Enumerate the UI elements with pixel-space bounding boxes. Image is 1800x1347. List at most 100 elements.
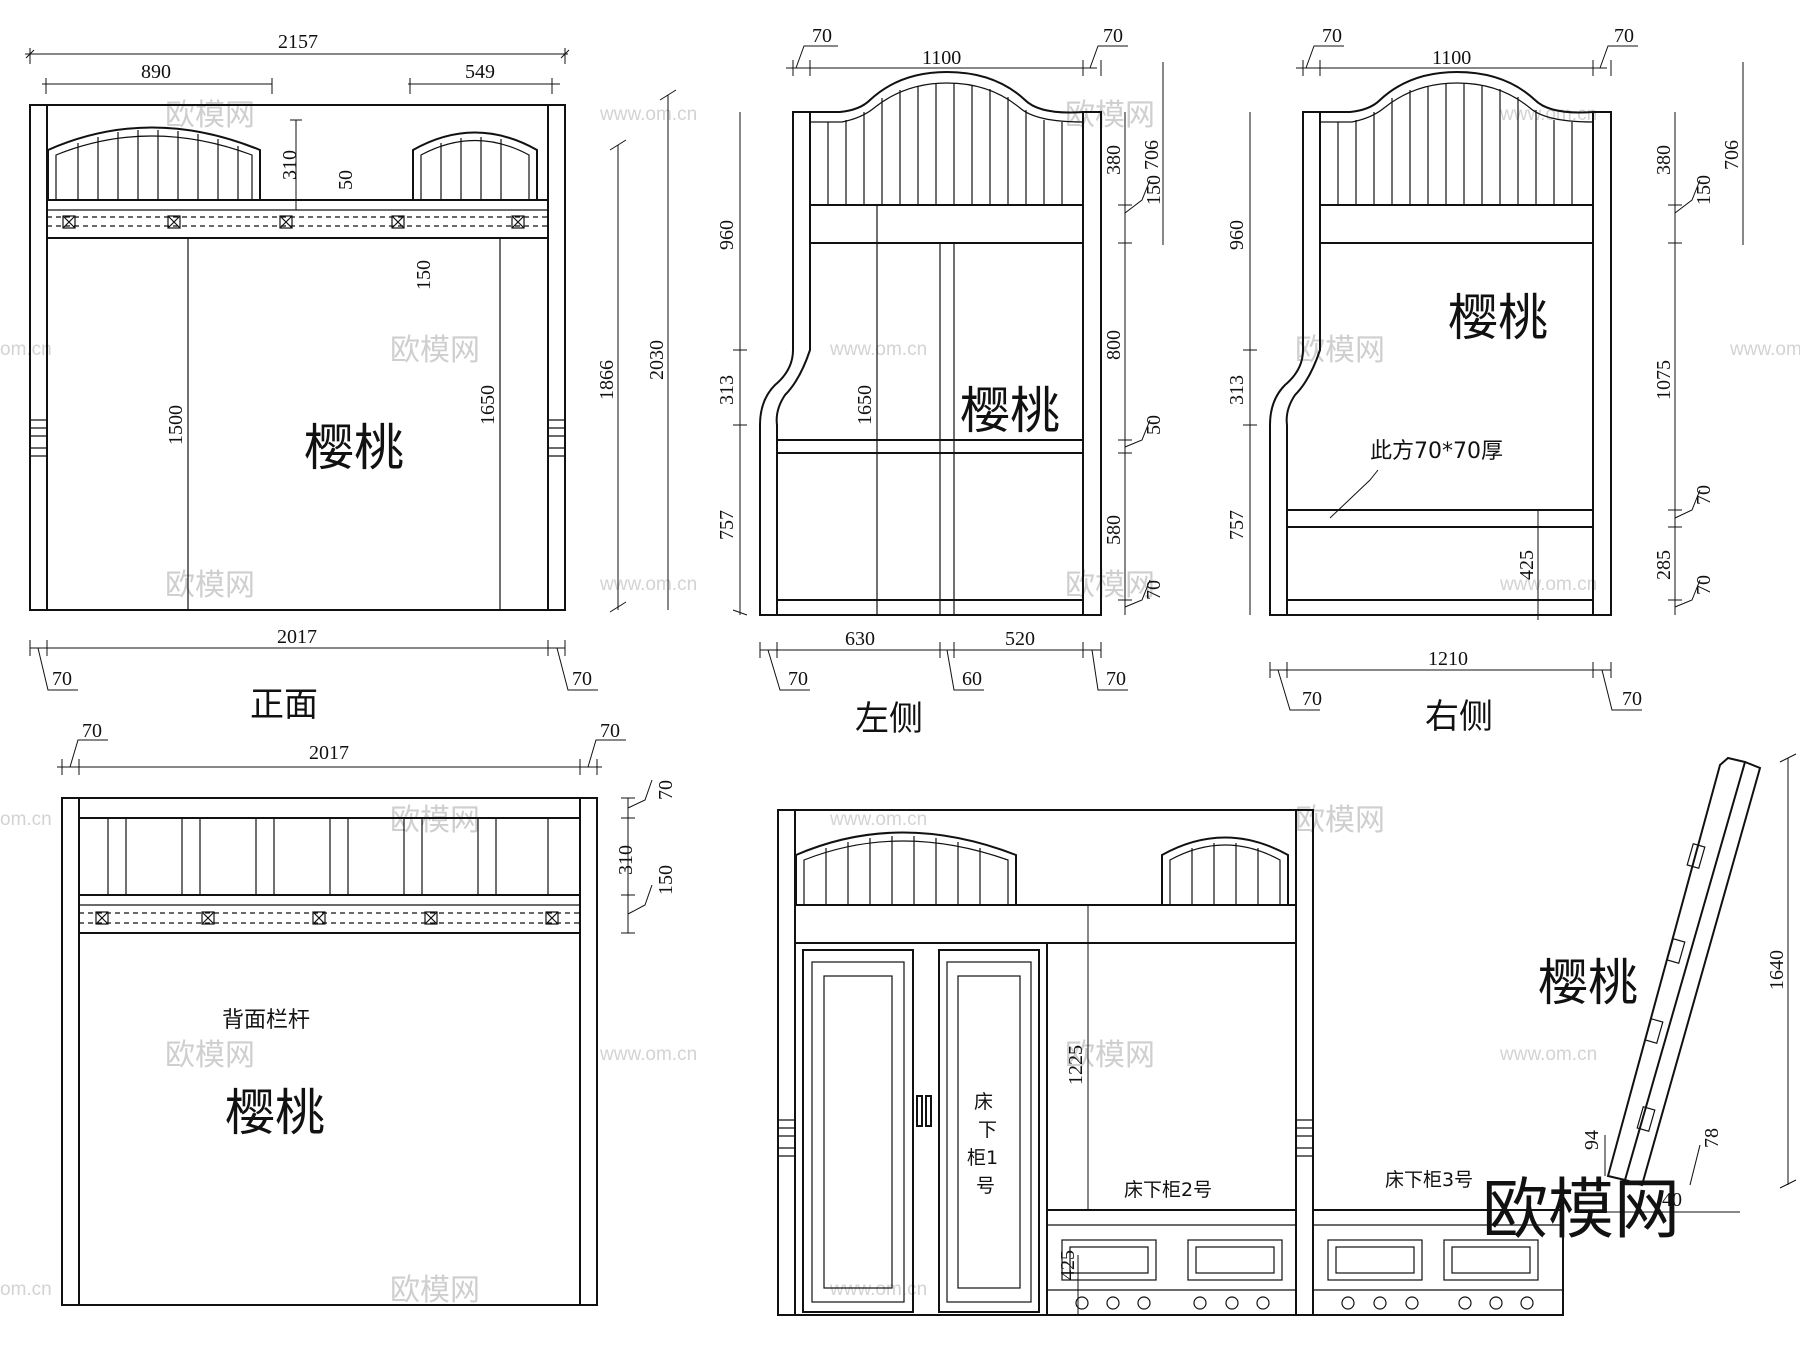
assembly-dimensions	[1077, 904, 1095, 1315]
dim-text: 70	[1693, 575, 1715, 595]
dim-text: 580	[1103, 515, 1125, 545]
view-title-back: 背面栏杆	[222, 1008, 310, 1033]
wardrobe-left-door	[802, 949, 914, 1313]
dim-text: 960	[716, 220, 738, 250]
watermark-text: 欧模网	[1065, 98, 1155, 133]
dim-text: 380	[1653, 145, 1675, 175]
cabinet-1-label: 下	[978, 1119, 997, 1141]
brand-label: 樱桃	[225, 1084, 325, 1142]
ladder-view: 1640 94 78 40	[1580, 753, 1797, 1213]
dim-text: 310	[279, 150, 301, 180]
dim-text: 78	[1701, 1128, 1723, 1148]
dim-text: 70	[1143, 580, 1165, 600]
assembly-left-post	[777, 809, 796, 1316]
left-side-slats	[827, 83, 1063, 205]
right-side-view: 70 1100 70 960 313 757 380 706 150 1075 …	[1226, 25, 1744, 737]
drawer-cabinet-2	[1046, 1209, 1297, 1316]
dim-text: 70	[1693, 485, 1715, 505]
drawer-feet	[1075, 1296, 1534, 1310]
left-side-view: 70 1100 70 960 313 757 1650 380 706 150 …	[716, 25, 1165, 739]
right-side-right-post	[1592, 111, 1612, 616]
watermark-url: www.om.cn	[829, 1279, 927, 1300]
dim-text: 380	[1103, 145, 1125, 175]
front-right-rail	[412, 131, 538, 200]
front-post-rings	[30, 419, 565, 457]
dim-text: 800	[1103, 330, 1125, 360]
dim-text: 1640	[1766, 950, 1788, 990]
dim-text: 706	[1721, 140, 1743, 170]
watermark-text: 欧模网	[165, 1038, 255, 1073]
dim-text: 313	[716, 375, 738, 405]
ladder-rail	[1606, 756, 1747, 1182]
watermark-text: 欧模网	[165, 98, 255, 133]
dim-text: 757	[716, 510, 738, 540]
front-right-post	[547, 104, 566, 611]
dim-text: 70	[1103, 25, 1123, 47]
dim-text: 94	[1581, 1130, 1603, 1150]
dim-text: 70	[1302, 688, 1322, 710]
wardrobe-right-door	[938, 949, 1040, 1313]
watermark-url: www.om.cn	[599, 574, 697, 595]
watermark-url: www.om.cn	[829, 809, 927, 830]
ladder-steps	[1636, 843, 1706, 1132]
watermark-url: www.om.cn	[1499, 1044, 1597, 1065]
right-side-arch	[1320, 70, 1594, 114]
dim-text: 1500	[165, 405, 187, 445]
dim-text: 890	[141, 61, 171, 83]
watermark-url: om.cn	[0, 1279, 52, 1300]
wardrobe-handle	[916, 1095, 923, 1127]
dim-text: 1650	[854, 385, 876, 425]
dim-text: 425	[1516, 550, 1538, 580]
watermark-url: om.cn	[0, 339, 52, 360]
dim-text: 549	[465, 61, 495, 83]
front-beam	[46, 199, 549, 239]
dim-text: 1075	[1653, 360, 1675, 400]
site-logo: 欧模网	[1482, 1171, 1680, 1248]
dim-text: 70	[82, 720, 102, 742]
view-title-front: 正面	[250, 685, 318, 725]
dim-text: 1100	[922, 47, 961, 69]
brand-label: 樱桃	[1538, 954, 1638, 1012]
brand-label: 樱桃	[960, 382, 1060, 440]
dim-text: 50	[1143, 415, 1165, 435]
watermark-url: www.om.cn	[1729, 339, 1800, 360]
front-dimensions	[25, 48, 677, 691]
dim-text: 2030	[646, 340, 668, 380]
cabinet-2-label: 床下柜2号	[1124, 1179, 1212, 1201]
watermark-url: www.om.cn	[829, 339, 927, 360]
back-right-post	[579, 797, 598, 1306]
view-title-right: 右侧	[1425, 697, 1493, 737]
dim-text: 70	[1322, 25, 1342, 47]
view-title-left: 左侧	[855, 699, 923, 739]
watermark-text: 欧模网	[390, 1273, 480, 1308]
cabinet-1-label: 床	[974, 1091, 993, 1113]
dim-text: 2157	[278, 31, 318, 53]
brand-label: 樱桃	[304, 419, 404, 477]
front-left-rail	[47, 126, 261, 200]
dim-text: 313	[1226, 375, 1248, 405]
front-view: 2157 890 549 310 50 150 1500 1650 1866 2…	[25, 31, 677, 725]
dim-text: 70	[1106, 668, 1126, 690]
watermark-layer: 欧模网 欧模网 欧模网 欧模网 欧模网 欧模网 欧模网 欧模网 欧模网 欧模网 …	[0, 98, 1800, 1308]
dim-text: 40	[1662, 1189, 1682, 1211]
left-side-dimensions	[732, 45, 1164, 691]
watermark-url: om.cn	[0, 809, 52, 830]
cabinet-3-label: 床下柜3号	[1385, 1169, 1473, 1191]
front-left-post	[29, 104, 48, 611]
wardrobe-cabinet-1	[794, 942, 1048, 1316]
watermark-url: www.om.cn	[599, 104, 697, 125]
dim-text: 70	[655, 780, 677, 800]
dim-text: 1866	[596, 360, 618, 400]
assembly-left-rail	[795, 831, 1017, 905]
dim-text: 70	[572, 668, 592, 690]
dim-text: 70	[1622, 688, 1642, 710]
dim-text: 425	[1057, 1250, 1079, 1280]
right-side-note: 此方70*70厚	[1370, 439, 1503, 464]
left-side-left-post	[759, 111, 811, 616]
dim-text: 1225	[1065, 1045, 1087, 1085]
dim-text: 70	[812, 25, 832, 47]
watermark-text: 欧模网	[390, 333, 480, 368]
wardrobe-handle	[925, 1095, 932, 1127]
dim-text: 520	[1005, 628, 1035, 650]
dim-text: 1210	[1428, 648, 1468, 670]
